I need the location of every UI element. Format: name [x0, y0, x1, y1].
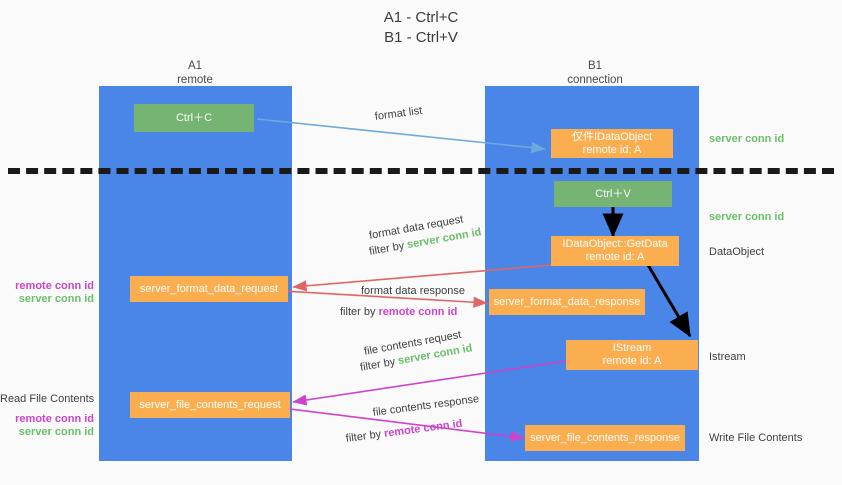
left-label-remote-conn-id-2: remote conn id — [15, 413, 94, 425]
right-label-dataobject: DataObject — [709, 246, 765, 258]
box-ctrl-c[interactable]: Ctrl＋C — [134, 104, 254, 132]
right-label-server-conn-id-top: server conn id — [709, 133, 785, 145]
box-getdata-line2: remote id: A — [585, 251, 645, 263]
filter-key-remote-conn-id: remote conn id — [378, 306, 458, 318]
page-title: A1 - Ctrl+C B1 - Ctrl+V — [0, 8, 842, 48]
divider-dashed-line — [8, 168, 834, 174]
box-istream-line2: remote id: A — [602, 355, 662, 367]
box-idataobject-line2: remote id: A — [582, 143, 642, 156]
column-header-b1: B1 connection — [530, 59, 660, 87]
title-line-1: A1 - Ctrl+C — [383, 9, 459, 26]
title-line-2: B1 - Ctrl+V — [384, 29, 458, 46]
edge-label-format-list: format list — [374, 104, 423, 123]
box-istream-line1: IStream — [612, 342, 652, 354]
column-header-a1: A1 remote — [130, 59, 260, 87]
box-server-format-data-response[interactable]: server_format_data_response — [489, 289, 645, 315]
edge-label-file-contents-response-filter: filter by remote conn id — [345, 417, 463, 446]
left-label-server-conn-id-2: server conn id — [18, 426, 94, 438]
right-label-write-file-contents: Write File Contents — [709, 432, 803, 444]
box-fmt-req-label: server_format_data_request — [139, 282, 279, 295]
box-fmt-resp-label: server_format_data_response — [493, 295, 641, 308]
left-label-server-conn-id-1: server conn id — [18, 293, 94, 305]
box-ctrl-v-label: Ctrl＋V — [595, 187, 631, 200]
filter-key-remote-conn-id: remote conn id — [383, 417, 464, 440]
filter-prefix: filter by — [345, 427, 385, 445]
box-istream[interactable]: IStream remote id: A — [566, 340, 698, 370]
left-label-read-file-contents: Read File Contents — [0, 393, 95, 405]
box-ctrl-c-label: Ctrl＋C — [175, 111, 213, 124]
column-b1-name: B1 — [587, 60, 603, 72]
box-server-file-contents-response[interactable]: server_file_contents_response — [525, 425, 685, 451]
box-ctrl-v[interactable]: Ctrl＋V — [554, 181, 672, 207]
column-a1-name: A1 — [187, 60, 203, 72]
box-file-req-label: server_file_contents_request — [139, 398, 281, 411]
box-idataobject-getdata[interactable]: IDataObject::GetData remote id: A — [551, 236, 679, 266]
edge-label-file-contents-response-line1: file contents response — [372, 393, 480, 419]
edge-label-format-data-response-line1: format data response — [361, 285, 465, 297]
column-b1-role: connection — [567, 74, 623, 86]
column-a1-role: remote — [177, 74, 213, 86]
box-idataobject-line1: 仅件IDataObject — [571, 130, 653, 143]
box-server-file-contents-request[interactable]: server_file_contents_request — [130, 392, 290, 418]
box-idataobject[interactable]: 仅件IDataObject remote id: A — [551, 129, 673, 158]
box-file-resp-label: server_file_contents_response — [530, 431, 680, 444]
left-label-remote-conn-id-1: remote conn id — [15, 280, 94, 292]
filter-prefix: filter by — [340, 306, 379, 318]
box-getdata-line1: IDataObject::GetData — [562, 238, 668, 250]
right-label-istream: Istream — [709, 351, 746, 363]
box-server-format-data-request[interactable]: server_format_data_request — [130, 276, 288, 302]
right-label-server-conn-id-mid: server conn id — [709, 211, 785, 223]
edge-label-format-data-response-filter: filter by remote conn id — [340, 305, 457, 319]
